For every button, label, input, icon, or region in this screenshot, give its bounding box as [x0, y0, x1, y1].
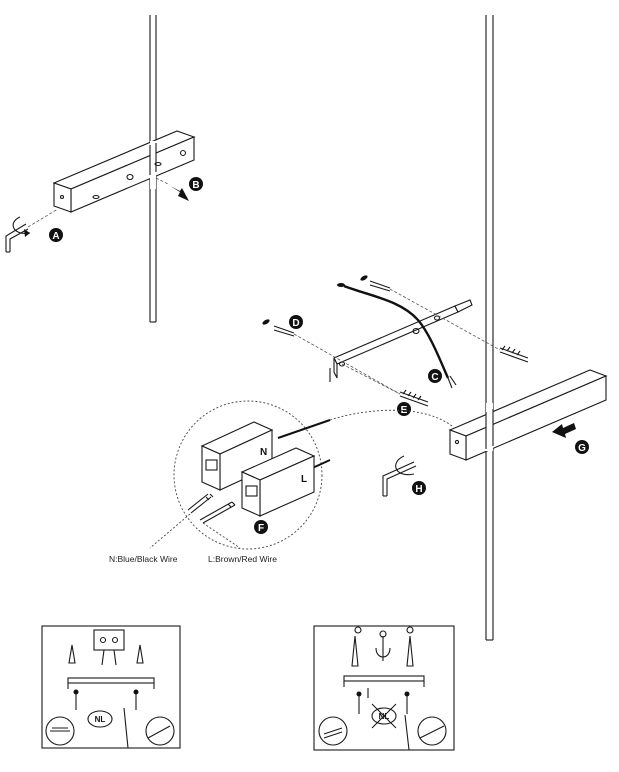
- step-badge-f: F: [254, 520, 268, 534]
- wall-plug-icon: [262, 275, 391, 337]
- svg-text:B: B: [192, 180, 199, 191]
- allen-key-icon: [5, 208, 59, 253]
- step-badge-b: B: [189, 177, 203, 191]
- wall-plug-icon: [68, 644, 144, 664]
- step-badge-d: D: [289, 315, 303, 329]
- zoom-connector: [329, 409, 453, 427]
- mounting-panel-left: NL: [41, 625, 181, 749]
- live-wire-label: L:Brown/Red Wire: [208, 554, 277, 564]
- svg-text:N: N: [260, 447, 267, 458]
- bracket-strip: [67, 677, 155, 689]
- wall-bracket: [329, 299, 473, 382]
- push-arrow-icon: [155, 177, 189, 201]
- svg-text:A: A: [52, 231, 59, 242]
- power-cable: [337, 283, 457, 389]
- junction-box: [93, 629, 125, 666]
- drill-bit-detail: [45, 716, 75, 746]
- left-lamp-head-box: [52, 130, 196, 213]
- anchor-icon: [375, 630, 391, 661]
- svg-text:F: F: [258, 523, 264, 534]
- mounting-panel-right: NL: [313, 625, 455, 751]
- rotate-arrow-icon: [12, 216, 31, 234]
- screwdriver-icon: [123, 707, 175, 749]
- push-arrow-icon: [552, 423, 576, 438]
- right-lamp-head-box: [448, 369, 608, 461]
- right-lamp-rod: [485, 15, 494, 641]
- svg-text:D: D: [292, 318, 299, 329]
- rotate-arrow-icon: [395, 455, 415, 476]
- neutral-wire-label: N:Blue/Black Wire: [109, 554, 178, 564]
- svg-text:E: E: [401, 405, 408, 416]
- svg-text:NL: NL: [95, 715, 106, 724]
- svg-text:L: L: [301, 474, 307, 485]
- drill-bit-detail: [318, 716, 348, 746]
- screw-icon: [73, 689, 139, 710]
- step-badge-h: H: [412, 481, 426, 495]
- step-badge-c: C: [428, 369, 442, 383]
- step-badge-g: G: [575, 440, 589, 454]
- left-lamp-assembly: A B: [5, 15, 203, 323]
- terminal-block-l: L: [240, 447, 316, 517]
- right-lamp-assembly: C D E G H: [262, 15, 608, 641]
- terminal-block-n: N: [200, 421, 274, 491]
- nl-badge-crossed: NL: [371, 703, 397, 729]
- screw-icon: [356, 691, 410, 714]
- alignment-guides: [293, 288, 501, 395]
- screw-icon: [399, 345, 529, 407]
- screwdriver-icon: [404, 714, 447, 751]
- svg-text:H: H: [415, 484, 422, 495]
- wall-plug-icon: [351, 626, 414, 667]
- terminal-zoom-view: N L F N:Blue/Black Wire L:Brown/Red Wire: [109, 400, 453, 564]
- svg-text:C: C: [431, 372, 438, 383]
- step-badge-a: A: [49, 228, 63, 242]
- bracket-strip: [343, 675, 425, 698]
- svg-text:G: G: [578, 443, 586, 454]
- step-badge-e: E: [397, 402, 411, 416]
- nl-badge: NL: [87, 710, 113, 728]
- stripped-wires: [149, 493, 241, 549]
- allen-key-icon: [382, 461, 417, 497]
